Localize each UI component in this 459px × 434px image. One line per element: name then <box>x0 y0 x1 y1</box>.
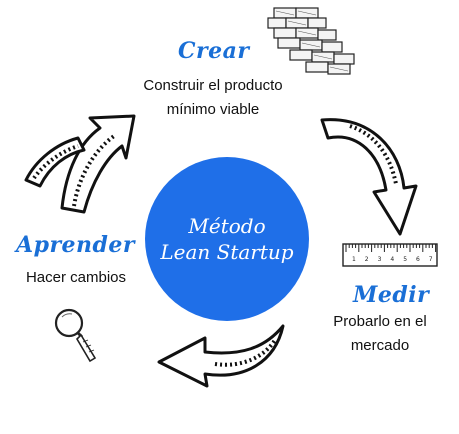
ruler-label: 6 <box>416 256 420 263</box>
step-title-aprender: Aprender <box>16 232 136 258</box>
ruler-label: 3 <box>378 256 382 263</box>
step-description-aprender: Hacer cambios <box>12 266 140 290</box>
center-title-line2: Lean Startup <box>160 240 294 264</box>
arrow-aprender-tail-icon <box>24 136 86 188</box>
step-description-crear-line2: mínimo viable <box>166 101 260 118</box>
ruler-label: 7 <box>429 256 433 263</box>
step-description-crear-line1: Construir el producto <box>143 77 283 94</box>
arrow-aprender-to-crear-icon <box>60 114 136 214</box>
ruler-label: 1 <box>352 256 356 263</box>
step-description-crear: Construir el producto mínimo viable <box>120 74 306 122</box>
center-title-line1: Método <box>188 214 266 238</box>
ruler-label: 4 <box>390 256 394 263</box>
center-circle: Método Lean Startup <box>145 157 309 321</box>
arrow-crear-to-medir-icon <box>320 118 418 236</box>
magnifying-glass-icon <box>54 308 97 363</box>
arrow-medir-to-aprender-icon <box>157 324 285 388</box>
step-description-aprender-line1: Hacer cambios <box>25 269 127 286</box>
step-title-medir: Medir <box>353 282 430 308</box>
ruler-icon: 1 2 3 4 5 6 7 <box>342 243 438 267</box>
step-description-medir-line2: mercado <box>350 337 410 354</box>
brick-wall-icon <box>267 7 355 75</box>
step-title-crear: Crear <box>178 38 250 64</box>
step-description-medir-line1: Probarlo en el <box>333 313 427 330</box>
ruler-label: 5 <box>403 256 407 263</box>
step-description-medir: Probarlo en el mercado <box>320 310 440 358</box>
ruler-label: 2 <box>365 256 369 263</box>
